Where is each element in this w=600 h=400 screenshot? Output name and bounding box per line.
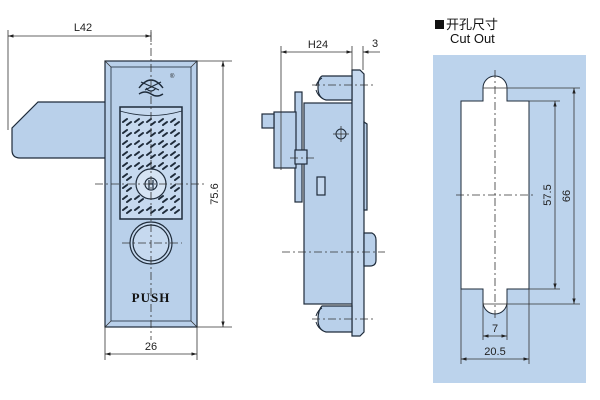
cylinder — [273, 111, 297, 169]
grille-hole — [146, 140, 156, 148]
dim-outer-height: 66 — [561, 190, 573, 202]
grille-hole — [134, 195, 144, 203]
grille-hole — [146, 206, 156, 214]
grille-hole — [158, 162, 168, 170]
dim-total-width: L42 — [74, 22, 92, 34]
grille-hole — [122, 184, 132, 192]
grille-hole — [122, 129, 132, 137]
grille-hole — [122, 118, 132, 126]
cam-stub — [261, 113, 275, 129]
grille-hole — [146, 118, 156, 126]
grille-hole — [146, 151, 156, 159]
grille-hole — [170, 195, 180, 203]
grille-hole — [170, 129, 180, 137]
grille-hole — [122, 151, 132, 159]
face-plate — [351, 69, 365, 337]
grille-hole — [158, 206, 168, 214]
cutout-title-en: Cut Out — [450, 31, 495, 46]
grille-hole — [134, 206, 144, 214]
registered-mark: ® — [170, 73, 175, 80]
grille-hole — [158, 118, 168, 126]
bullet-square-icon — [435, 20, 444, 29]
front-view: ® PUSH L42 75.6 — [7, 22, 232, 360]
grille-hole — [158, 140, 168, 148]
cutout-view: 开孔尺寸 Cut Out 57.5 66 7 20.5 — [433, 18, 586, 383]
grille-hole — [158, 129, 168, 137]
grille-hole — [170, 118, 180, 126]
dim-height: 75.6 — [209, 183, 221, 204]
dim-depth: H24 — [308, 39, 328, 51]
dim-cutout-width: 20.5 — [484, 346, 505, 358]
side-view: H24 3 — [261, 38, 385, 337]
grille-pattern — [122, 118, 180, 214]
grille-hole — [122, 140, 132, 148]
push-label: PUSH — [132, 290, 171, 305]
grille-hole — [170, 162, 180, 170]
grille-hole — [134, 151, 144, 159]
grille-hole — [170, 184, 180, 192]
dim-plate-width: 26 — [145, 341, 157, 353]
dim-slot-width: 7 — [492, 323, 498, 335]
grille-hole — [134, 140, 144, 148]
grille-hole — [122, 173, 132, 181]
grille-hole — [170, 140, 180, 148]
grille-hole — [134, 118, 144, 126]
grille-hole — [122, 206, 132, 214]
dim-inner-height: 57.5 — [542, 184, 554, 205]
grille-hole — [170, 206, 180, 214]
grille-hole — [146, 129, 156, 137]
grille-hole — [134, 129, 144, 137]
grille-hole — [122, 195, 132, 203]
grille-hole — [170, 173, 180, 181]
grille-hole — [134, 162, 144, 170]
grille-hole — [170, 151, 180, 159]
mounting-screw-top — [317, 75, 353, 101]
grille-hole — [158, 151, 168, 159]
dim-plate-thickness: 3 — [372, 38, 378, 50]
lock-body — [303, 102, 355, 305]
cutout-title-cn: 开孔尺寸 — [446, 18, 498, 33]
handle-lever — [11, 101, 107, 159]
grille-hole — [122, 162, 132, 170]
grille-hole — [158, 195, 168, 203]
